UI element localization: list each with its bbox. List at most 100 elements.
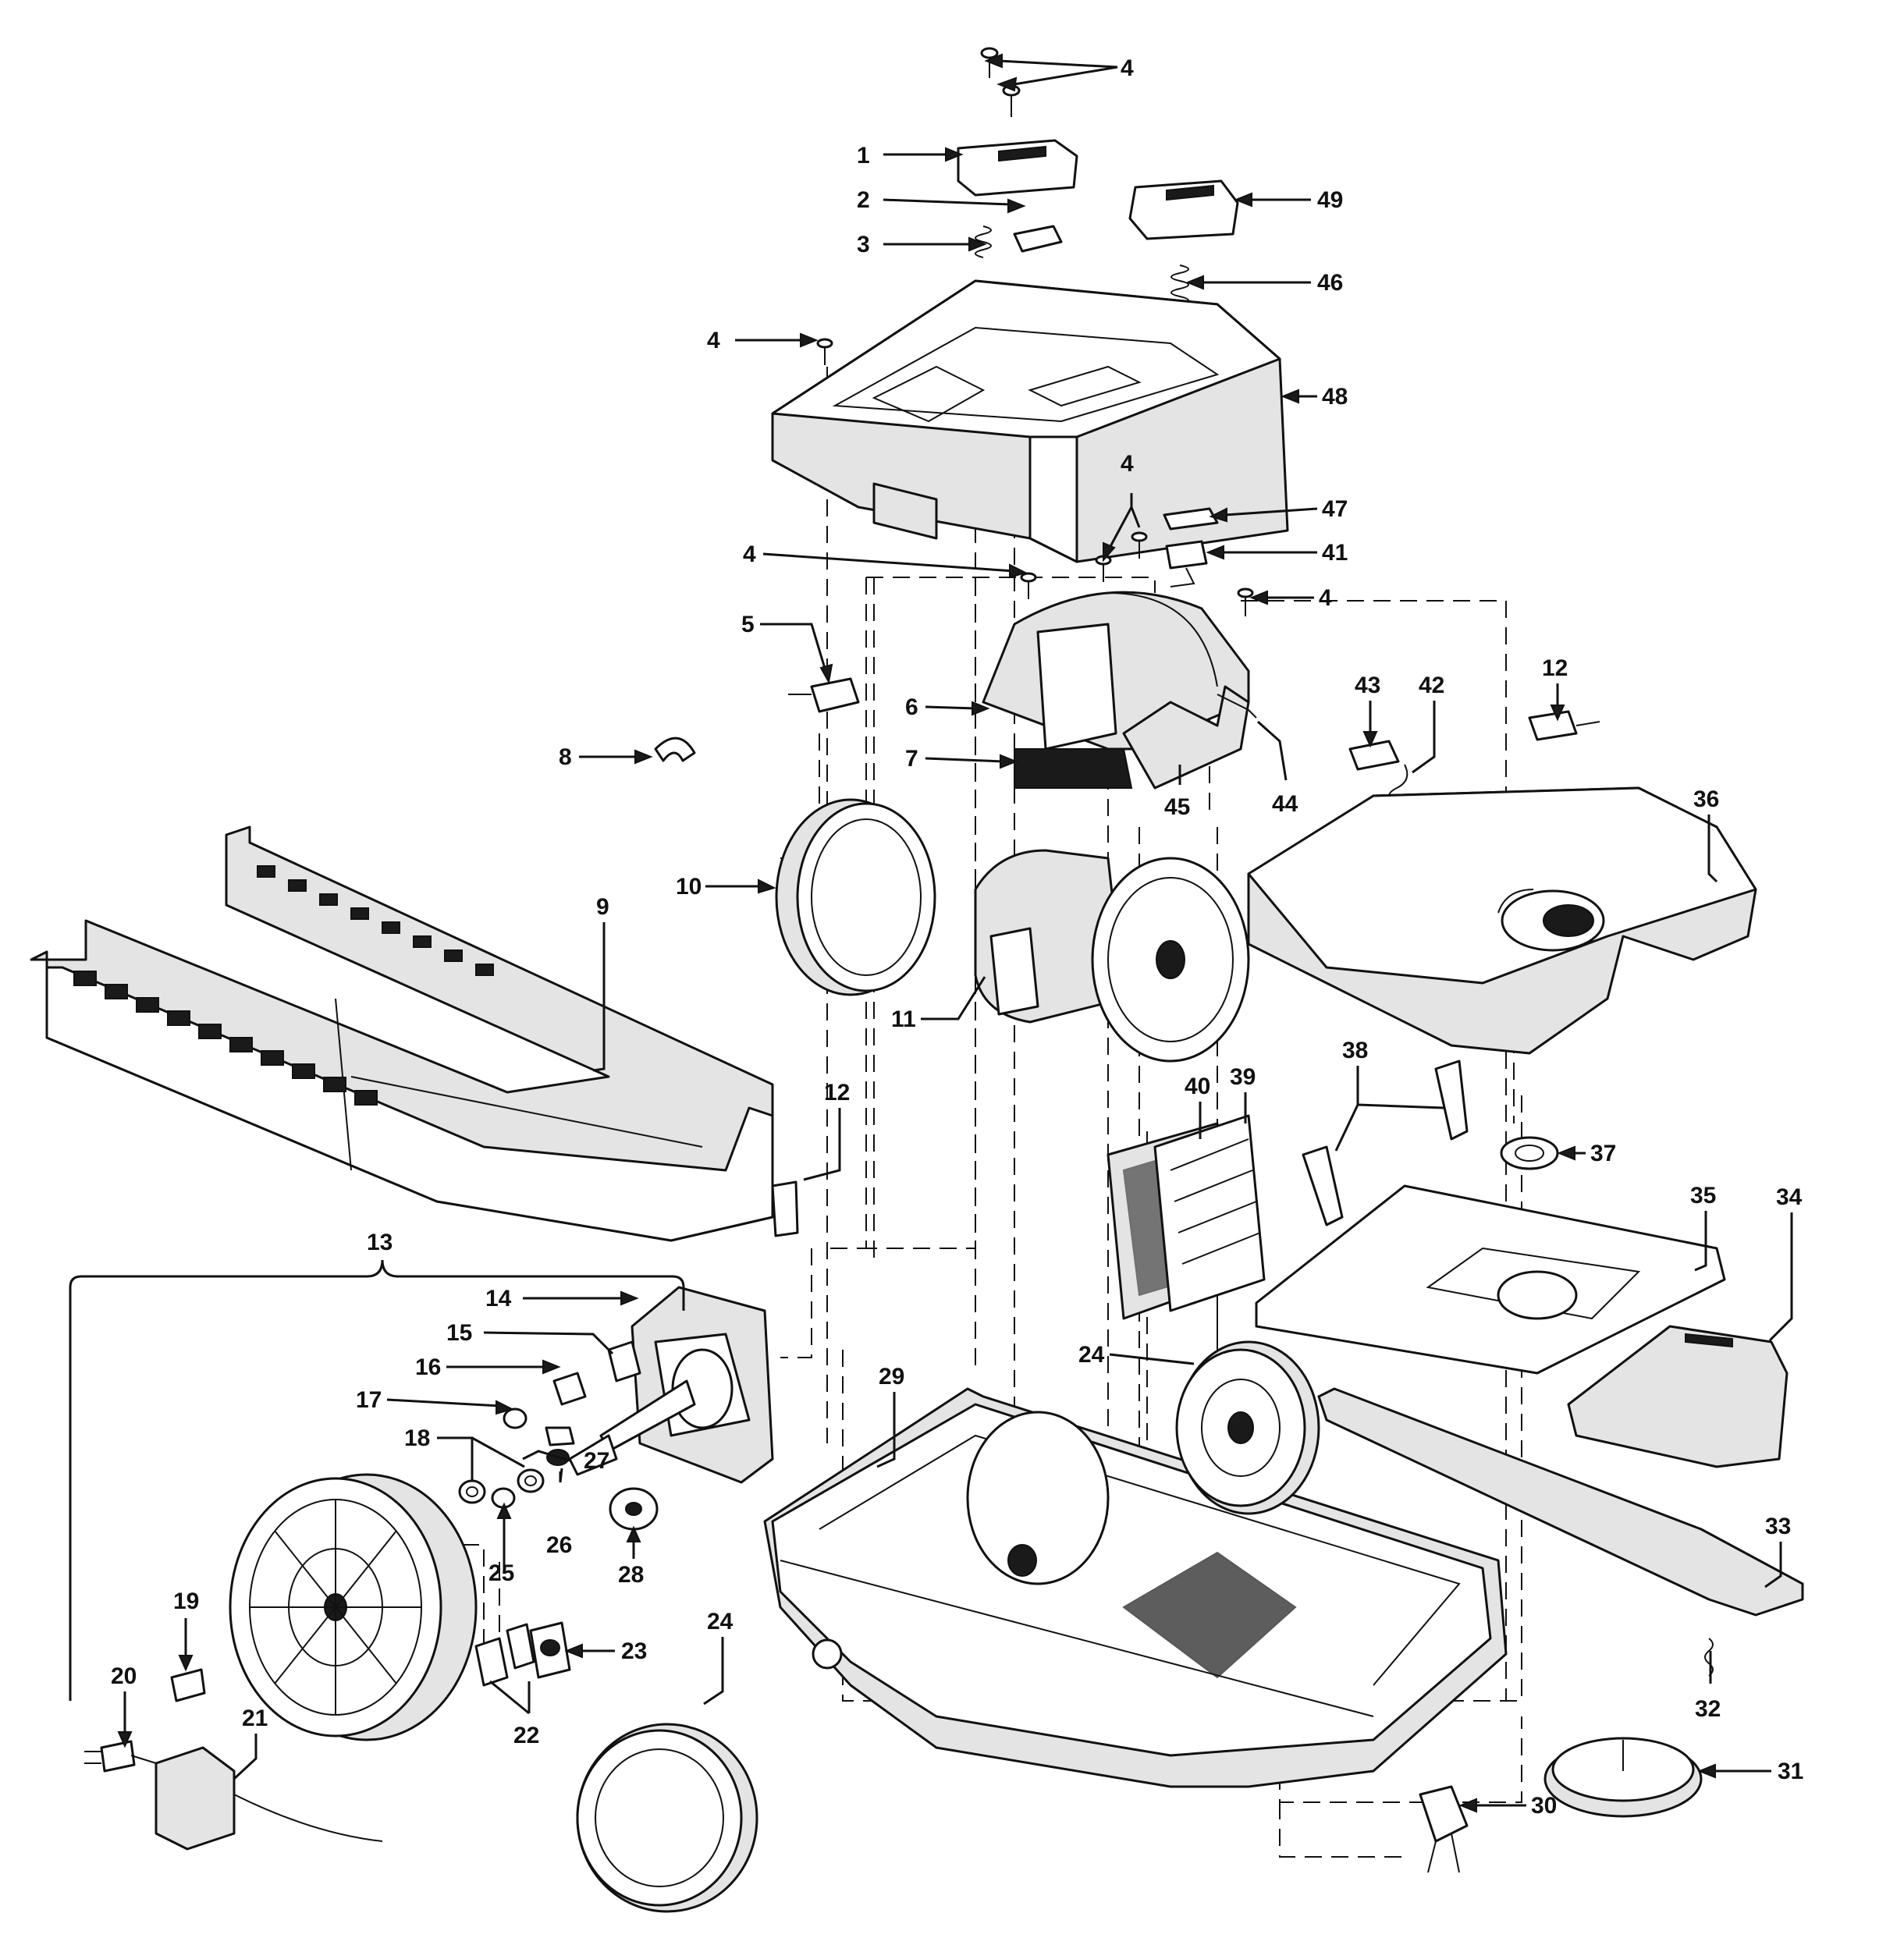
pin-part-27	[545, 1426, 575, 1446]
assembly-bracket-13	[69, 1259, 685, 1701]
callout-40: 40	[1185, 1074, 1210, 1099]
callout-25: 25	[488, 1560, 514, 1586]
callout-43: 43	[1355, 673, 1380, 698]
large-wheel-left	[229, 1473, 478, 1741]
cover-part-49	[1128, 179, 1239, 240]
callout-48: 48	[1322, 384, 1348, 410]
rail-part-33	[1317, 1387, 1804, 1617]
screw-4-top-a	[980, 47, 999, 78]
callout-4-top: 4	[1121, 55, 1134, 81]
callout-14: 14	[485, 1286, 512, 1312]
screw-4-top-b	[1002, 84, 1021, 117]
cord-reel-part-21	[130, 1746, 383, 1851]
callout-3: 3	[857, 232, 870, 257]
callout-27: 27	[584, 1448, 609, 1474]
grille-frame-part-9	[30, 825, 774, 1242]
foot-part-31	[1543, 1737, 1703, 1818]
clip-part-38-left	[1302, 1145, 1344, 1226]
seal-part-44	[1217, 694, 1257, 719]
callout-29: 29	[879, 1364, 904, 1390]
callout-24-upper: 24	[1078, 1342, 1105, 1368]
bearing-part-18-b	[517, 1468, 545, 1493]
callout-leaders	[117, 53, 1793, 1813]
clip-part-38-right	[1434, 1060, 1469, 1141]
clip-part-22-b	[506, 1623, 535, 1670]
callout-41: 41	[1322, 540, 1348, 566]
callout-31: 31	[1778, 1759, 1803, 1784]
callout-7: 7	[905, 746, 918, 772]
top-cover-part-36	[1247, 786, 1757, 1055]
group-bracket-38	[1334, 1066, 1444, 1152]
callout-33: 33	[1765, 1514, 1791, 1539]
clip-part-8	[654, 737, 696, 762]
callout-39: 39	[1230, 1064, 1256, 1090]
callout-8: 8	[559, 744, 572, 770]
screw-4-mid-a	[1020, 572, 1037, 599]
motor-part-11	[974, 849, 1250, 1063]
callout-10: 10	[676, 874, 702, 900]
filter-grid-part-39	[1153, 1114, 1266, 1312]
filter-ring-part-10	[775, 798, 936, 996]
callout-49: 49	[1317, 187, 1343, 213]
callout-20: 20	[111, 1663, 137, 1689]
internal-grid-base	[1122, 1551, 1297, 1679]
callout-11: 11	[891, 1006, 916, 1032]
clip-part-22-a	[474, 1637, 509, 1687]
callout-30: 30	[1531, 1793, 1557, 1819]
latch-part-2	[1013, 225, 1063, 253]
spring-part-3	[975, 225, 992, 258]
grille-slots	[73, 865, 494, 1106]
gear-part-28	[609, 1487, 659, 1531]
screw-part-32	[1704, 1638, 1714, 1677]
screw-4-mid-c	[1131, 531, 1148, 559]
callout-42: 42	[1419, 673, 1444, 698]
connector-part-5	[788, 677, 860, 713]
callout-4-center: 4	[1121, 451, 1134, 477]
callout-15: 15	[446, 1320, 472, 1346]
gasket-part-7	[1014, 748, 1133, 789]
callout-17: 17	[356, 1387, 382, 1413]
connector-part-12-top	[1528, 710, 1600, 741]
callout-28: 28	[618, 1562, 644, 1588]
latch-part-41	[1165, 540, 1208, 587]
callout-26: 26	[546, 1532, 572, 1558]
group-bracket-18	[437, 1436, 525, 1481]
callout-4-mid-left: 4	[743, 541, 756, 567]
motor-mount-part-14	[631, 1286, 774, 1484]
callout-labels: 4 1 2 3 49 46 4 48 4 47 4 41 4 5 6 7 44 …	[111, 55, 1803, 1819]
callout-13: 13	[367, 1230, 393, 1255]
clip-part-47	[1163, 507, 1219, 531]
callout-46: 46	[1317, 270, 1343, 296]
callout-34: 34	[1776, 1184, 1803, 1210]
connector-part-12-lower	[771, 1180, 799, 1237]
callout-2: 2	[857, 187, 870, 213]
base-housing-part-29	[763, 1387, 1508, 1788]
screw-4-handle-left	[816, 338, 833, 365]
callout-5: 5	[741, 612, 755, 637]
callout-12-top: 12	[1542, 655, 1568, 681]
callout-6: 6	[905, 694, 918, 720]
callout-37: 37	[1590, 1141, 1616, 1166]
latch-part-30	[1419, 1785, 1469, 1873]
cap-part-16	[552, 1372, 587, 1406]
shaft-assembly	[568, 1379, 696, 1476]
bearing-part-18-a	[458, 1479, 486, 1504]
callout-22: 22	[513, 1723, 539, 1748]
rear-wheel-24-upper	[1175, 1340, 1320, 1515]
callout-24-lower: 24	[707, 1609, 734, 1635]
callout-45: 45	[1164, 794, 1190, 820]
screw-4-mid-d	[1237, 587, 1254, 616]
plug-part-20	[84, 1740, 136, 1773]
callout-23: 23	[621, 1638, 647, 1664]
gasket-part-45	[1122, 685, 1250, 790]
callout-19: 19	[173, 1588, 199, 1614]
callout-21: 21	[242, 1706, 268, 1731]
callout-35: 35	[1690, 1183, 1716, 1209]
cover-part-1	[957, 139, 1078, 197]
callout-1: 1	[857, 143, 870, 169]
ring-part-37	[1500, 1136, 1559, 1170]
latch-part-43	[1348, 740, 1400, 771]
callout-12-lower: 12	[824, 1080, 850, 1106]
callout-4-mid-right: 4	[1319, 585, 1332, 611]
